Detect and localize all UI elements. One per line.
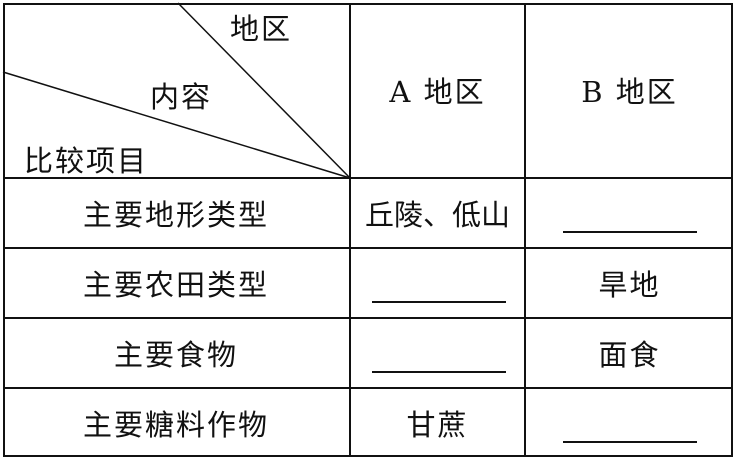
header-comparison-item-label: 比较项目 xyxy=(24,144,149,178)
column-divider-1 xyxy=(349,3,351,457)
row-divider-header xyxy=(3,177,733,179)
row-divider-2 xyxy=(3,317,733,319)
row-label-sugar-crop: 主要糖料作物 xyxy=(82,408,269,442)
row-label-farmland: 主要农田类型 xyxy=(82,268,269,302)
blank-a-farmland[interactable] xyxy=(372,301,506,303)
column-divider-2 xyxy=(524,3,526,457)
cell-b-farmland: 旱地 xyxy=(598,268,661,302)
blank-b-sugar-crop[interactable] xyxy=(563,441,697,443)
row-label-food: 主要食物 xyxy=(113,338,238,372)
comparison-table xyxy=(3,3,733,457)
row-divider-1 xyxy=(3,247,733,249)
cell-a-sugar-crop: 甘蔗 xyxy=(406,408,469,442)
row-divider-3 xyxy=(3,387,733,389)
header-content-label: 内容 xyxy=(150,80,213,114)
blank-b-terrain[interactable] xyxy=(563,231,697,233)
column-header-a: A 地区 xyxy=(389,75,486,109)
cell-b-food: 面食 xyxy=(598,338,661,372)
header-region-label: 地区 xyxy=(230,12,293,46)
column-header-b: B 地区 xyxy=(581,75,678,109)
row-label-terrain: 主要地形类型 xyxy=(82,198,269,232)
blank-a-food[interactable] xyxy=(372,371,506,373)
cell-a-terrain: 丘陵、低山 xyxy=(364,198,510,232)
